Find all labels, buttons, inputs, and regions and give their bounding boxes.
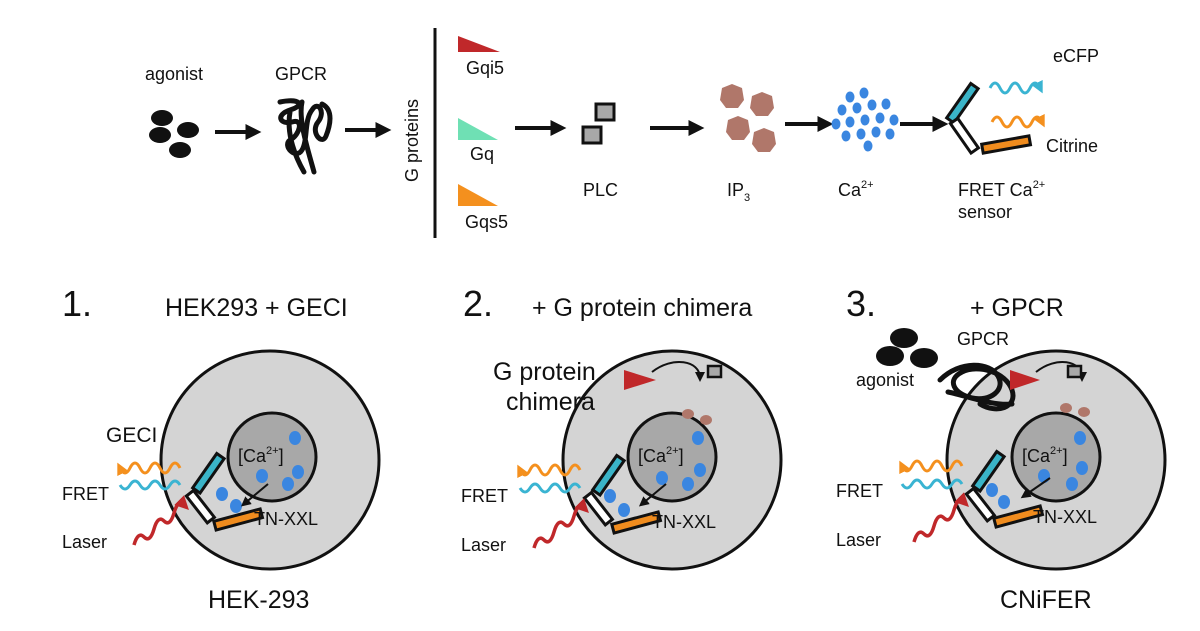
gpcr-icon	[277, 98, 333, 175]
calcium-dots	[216, 431, 304, 513]
citrine-wave-icon	[517, 463, 582, 479]
citrine-wave-icon	[990, 113, 1045, 129]
fret-sensor-label-line1: FRET Ca2+	[958, 179, 1045, 200]
calcium-concentration-label: [Ca2+]	[1022, 445, 1068, 466]
plc-icon	[581, 102, 616, 145]
panel-1-heading: HEK293 + GECI	[165, 294, 348, 322]
ip3-icon	[1060, 403, 1090, 417]
ecfp-wave-icon	[518, 482, 582, 494]
panel-1: 1. HEK293 + GECI [Ca2+] GECI FRET Laser …	[62, 283, 381, 614]
fret-label: FRET	[836, 481, 883, 501]
panel-1-footer: HEK-293	[208, 586, 309, 614]
agonist-icon	[876, 328, 938, 368]
gpcr-label: GPCR	[275, 64, 327, 84]
ecfp-wave-icon	[988, 79, 1043, 95]
fret-label: FRET	[461, 486, 508, 506]
ecfp-label: eCFP	[1053, 46, 1099, 66]
laser-wave-icon	[532, 498, 589, 549]
chimera-activation-arrow	[651, 360, 705, 382]
gqs5-label: Gqs5	[465, 212, 508, 232]
fret-sensor-icon	[944, 81, 1033, 156]
panel-2-number: 2.	[463, 283, 493, 324]
panel-3: 3. + GPCR [Ca2+] agonist GPCR	[836, 283, 1167, 614]
gpcr-icon	[937, 362, 1016, 412]
ip3-icon	[682, 409, 712, 425]
gq-label: Gq	[470, 144, 494, 164]
panel-2: 2. + G protein chimera [Ca2+] G protein …	[461, 283, 783, 571]
calcium-dots	[986, 431, 1088, 509]
ip3-label: IP3	[727, 180, 750, 204]
plc-icon	[706, 364, 723, 379]
laser-label: Laser	[62, 532, 107, 552]
sensor-label: TN-XXL	[1033, 507, 1097, 527]
calcium-binding-arrow	[638, 483, 667, 507]
laser-wave-icon	[912, 492, 969, 543]
gqi5-label: Gqi5	[466, 58, 504, 78]
g-protein-chimera-icon	[624, 370, 656, 390]
gpcr-label: GPCR	[957, 329, 1009, 349]
plc-icon	[1066, 364, 1083, 379]
fret-sensor-icon	[184, 451, 265, 532]
agonist-icon	[149, 110, 199, 158]
calcium-dots	[604, 431, 706, 517]
panel-3-number: 3.	[846, 283, 876, 324]
laser-wave-icon	[132, 495, 189, 546]
ecfp-wave-icon	[900, 478, 964, 490]
ecfp-wave-icon	[118, 479, 182, 491]
panel-3-heading: + GPCR	[970, 294, 1064, 322]
plc-label: PLC	[583, 180, 618, 200]
gq-triangle-icon	[458, 118, 498, 140]
ip3-icon	[720, 84, 776, 152]
calcium-label: Ca2+	[838, 179, 874, 200]
calcium-concentration-label: [Ca2+]	[238, 445, 284, 466]
citrine-wave-icon	[117, 461, 182, 477]
calcium-binding-arrow	[240, 483, 269, 507]
chimera-label-line1: G protein	[493, 358, 596, 386]
citrine-label: Citrine	[1046, 136, 1098, 156]
panel-2-heading: + G protein chimera	[532, 294, 752, 322]
laser-label: Laser	[836, 530, 881, 550]
calcium-icon	[831, 87, 899, 152]
calcium-binding-arrow	[1020, 477, 1051, 499]
laser-label: Laser	[461, 535, 506, 555]
sensor-label: TN-XXL	[652, 512, 716, 532]
g-protein-chimera-icon	[1010, 370, 1040, 390]
fret-sensor-icon	[582, 453, 663, 535]
sensor-label: TN-XXL	[254, 509, 318, 529]
panel-3-footer: CNiFER	[1000, 586, 1092, 614]
geci-label: GECI	[106, 424, 157, 447]
fret-sensor-label-line2: sensor	[958, 202, 1012, 222]
citrine-wave-icon	[899, 459, 964, 475]
chimera-label-line2: chimera	[506, 388, 595, 416]
fret-label: FRET	[62, 484, 109, 504]
pathway-row: agonist GPCR G proteins Gqi5 Gq Gqs5 PLC	[145, 28, 1099, 238]
gqs5-triangle-icon	[458, 184, 498, 206]
calcium-concentration-label: [Ca2+]	[638, 445, 684, 466]
g-proteins-label: G proteins	[402, 99, 422, 182]
fret-sensor-icon	[964, 449, 1045, 529]
panel-1-number: 1.	[62, 283, 92, 324]
agonist-label: agonist	[145, 64, 203, 84]
agonist-label: agonist	[856, 370, 914, 390]
gqi5-triangle-icon	[458, 36, 500, 52]
